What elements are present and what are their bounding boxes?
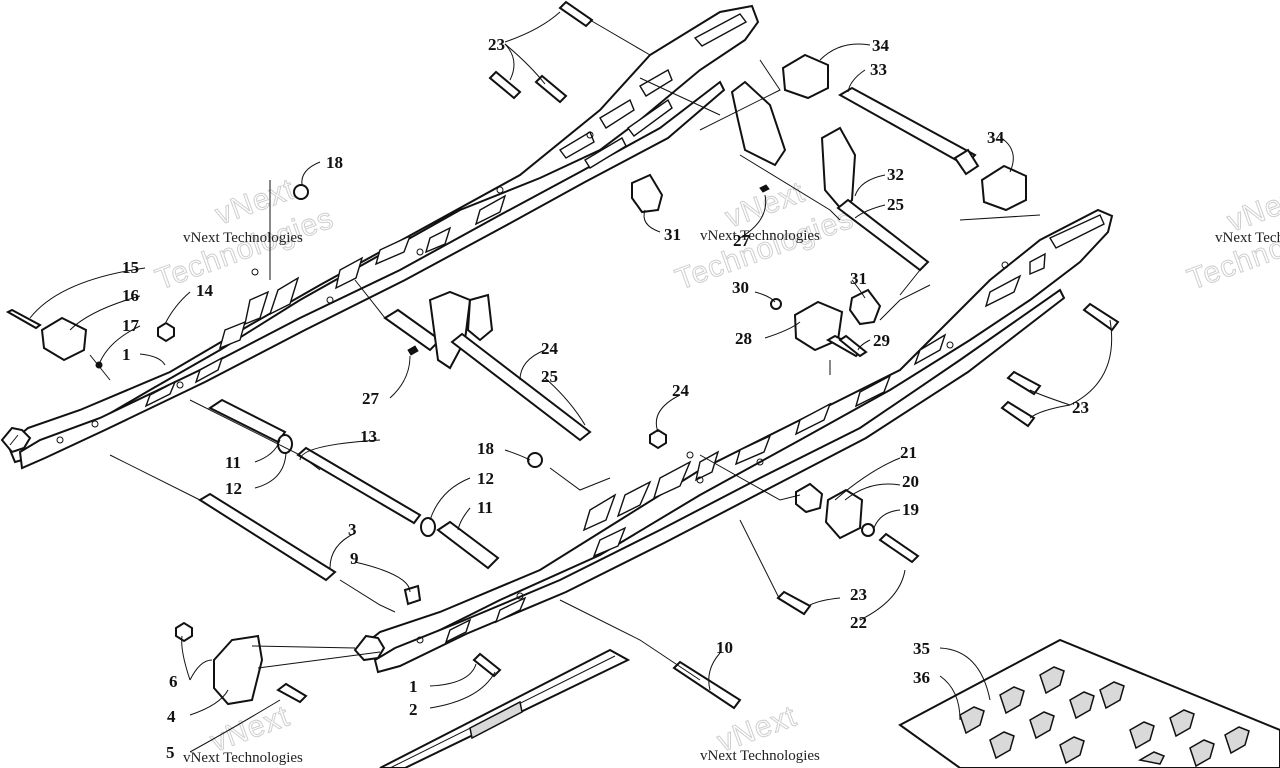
callout-32: 32 xyxy=(887,165,904,184)
callout-31-right: 31 xyxy=(850,269,867,288)
callout-5: 5 xyxy=(166,743,175,762)
callout-25-mid: 25 xyxy=(541,367,558,386)
callout-33: 33 xyxy=(870,60,887,79)
callout-2: 2 xyxy=(409,700,418,719)
callout-34-top: 34 xyxy=(872,36,890,55)
callout-20: 20 xyxy=(902,472,919,491)
watermark-text-2: vNext Technologies xyxy=(700,228,820,244)
callout-27-upper: 27 xyxy=(733,231,751,250)
watermark-text-3: vNext Technologies xyxy=(1215,230,1280,246)
callout-10: 10 xyxy=(716,638,733,657)
callout-1-lower: 1 xyxy=(409,677,418,696)
callout-23-right: 23 xyxy=(1072,398,1089,417)
callout-23-top: 23 xyxy=(488,35,505,54)
callout-22: 22 xyxy=(850,613,867,632)
callout-12-left: 12 xyxy=(225,479,242,498)
callout-17: 17 xyxy=(122,316,140,335)
callout-18-lower: 18 xyxy=(477,439,494,458)
left-skid-rail xyxy=(0,4,760,470)
right-skid-rail xyxy=(353,208,1114,674)
callout-26: 24 xyxy=(541,339,559,358)
callout-36: 36 xyxy=(913,668,930,687)
callout-30: 30 xyxy=(732,278,749,297)
callout-1-upper: 1 xyxy=(122,345,131,364)
callout-16: 16 xyxy=(122,286,139,305)
callout-13: 13 xyxy=(360,427,377,446)
callout-11-left: 11 xyxy=(225,453,241,472)
watermark-text-4: vNext Technologies xyxy=(183,750,303,766)
hardware-parts xyxy=(5,0,1120,710)
callout-34-right: 34 xyxy=(987,128,1005,147)
callout-28: 28 xyxy=(735,329,752,348)
callout-4: 4 xyxy=(167,707,176,726)
wear-slide xyxy=(379,648,631,768)
callout-6: 6 xyxy=(169,672,178,691)
callout-35: 35 xyxy=(913,639,930,658)
callout-19: 19 xyxy=(902,500,919,519)
callout-9: 9 xyxy=(350,549,359,568)
callout-15: 15 xyxy=(122,258,139,277)
watermark-text-5: vNext Technologies xyxy=(700,748,820,764)
callout-12-right: 12 xyxy=(477,469,494,488)
leader-lines xyxy=(29,11,1113,753)
callout-31-left: 31 xyxy=(664,225,681,244)
watermark-text-1: vNext Technologies xyxy=(183,230,303,246)
track-clip-grid xyxy=(898,638,1280,768)
callout-3: 3 xyxy=(348,520,357,539)
callout-labels: 15 16 14 17 1 18 23 34 33 34 32 25 31 27… xyxy=(122,35,1089,762)
callout-23-lower: 23 xyxy=(850,585,867,604)
callout-27-mid: 27 xyxy=(362,389,380,408)
callout-18-upper: 18 xyxy=(326,153,343,172)
callout-25-upper: 25 xyxy=(887,195,904,214)
callout-24: 24 xyxy=(672,381,690,400)
callout-21: 21 xyxy=(900,443,917,462)
callout-29: 29 xyxy=(873,331,890,350)
callout-14: 14 xyxy=(196,281,214,300)
callout-11-right: 11 xyxy=(477,498,493,517)
